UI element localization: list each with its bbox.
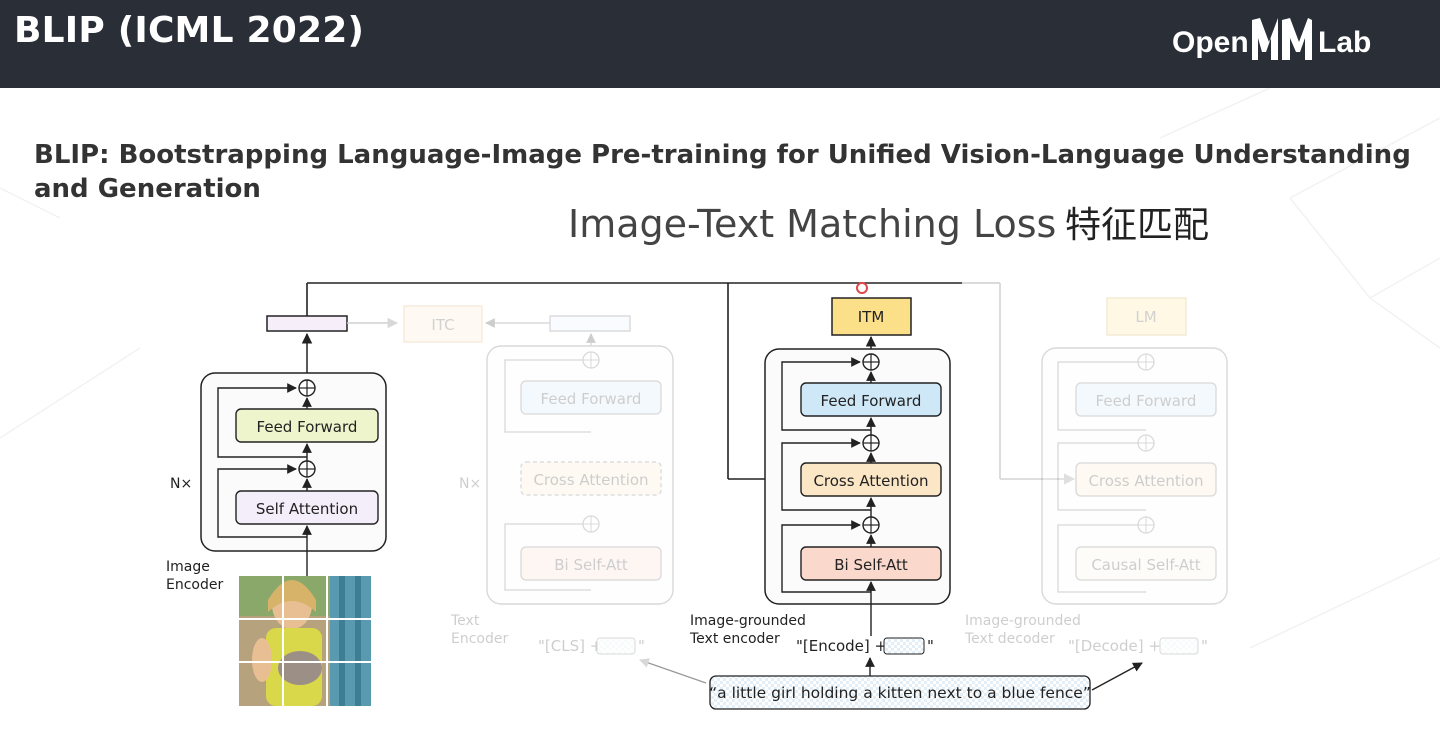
feed-forward-layer: [800, 382, 942, 417]
background-pattern: [0, 88, 1440, 649]
decode-input-label: "[Decode] +: [1068, 637, 1161, 655]
feed-forward-layer: [235, 408, 379, 443]
image-encoder-label: Image: [166, 559, 210, 575]
itm-label: ITM: [858, 308, 885, 326]
caption-box: [709, 675, 1091, 710]
cross-attention-label: Cross Attention: [813, 472, 928, 490]
grounded-decoder-label: Text decoder: [964, 631, 1055, 647]
cursor-dot-icon: [856, 282, 868, 294]
input-image: [239, 576, 371, 706]
logo-mark-icon: [1252, 18, 1312, 60]
logo-text-right: Lab: [1318, 26, 1371, 59]
lm-loss-box: [1106, 297, 1187, 336]
feed-forward-label: Feed Forward: [821, 392, 922, 410]
cross-attention-layer: [1075, 462, 1217, 497]
grounded-decoder-label: Image-grounded: [965, 613, 1081, 629]
text-feature-token: [549, 315, 631, 332]
grounded-decoder-block: [1041, 347, 1228, 605]
text-encoder-label: Text: [450, 613, 480, 629]
image-feature-connector: [306, 282, 1076, 485]
feed-forward-label: Feed Forward: [541, 390, 642, 408]
openmmlab-logo: Open Lab: [1172, 18, 1371, 60]
bi-self-att-label: Bi Self-Att: [554, 556, 628, 574]
grounded-encoder-label: Image-grounded: [690, 613, 806, 629]
cross-attention-layer: [800, 462, 942, 497]
feed-forward-layer: [1075, 382, 1217, 417]
cross-attention-layer: [520, 461, 662, 496]
feed-forward-label: Feed Forward: [1096, 392, 1197, 410]
itc-loss-box: [403, 305, 483, 343]
text-encoder: ITC Feed Forward Cross Attention Bi Self…: [403, 305, 674, 655]
image-encoder: Feed Forward Self Attention N× Image Enc…: [166, 315, 399, 706]
text-token-box: [1159, 637, 1199, 655]
text-encoder-block: [486, 345, 674, 605]
bi-self-att-layer: [520, 546, 662, 581]
loss-heading: Image-Text Matching Loss: [568, 202, 1056, 246]
encode-input-label: "[Encode] +: [796, 637, 887, 655]
loss-heading-chinese: 特征匹配: [1065, 205, 1209, 246]
encode-input-close: ": [927, 637, 934, 655]
text-encoder-label: Encoder: [451, 631, 508, 647]
title-bar: BLIP (ICML 2022) Open Lab: [0, 0, 1440, 88]
cls-input-label: "[CLS] +: [538, 637, 602, 655]
text-token-box: [883, 637, 925, 655]
causal-self-att-layer: [1075, 546, 1217, 581]
self-attention-layer: [235, 490, 379, 525]
cross-attention-label: Cross Attention: [1088, 472, 1203, 490]
image-feature-token: [266, 315, 348, 332]
caption-text: “a little girl holding a kitten next to …: [709, 684, 1091, 702]
lm-label: LM: [1135, 308, 1156, 326]
cross-attention-label: Cross Attention: [533, 471, 648, 489]
image-grounded-text-decoder: LM Feed Forward Cross Attention Causal S…: [964, 297, 1228, 655]
bi-self-att-label: Bi Self-Att: [834, 556, 908, 574]
feed-forward-label: Feed Forward: [257, 418, 358, 436]
text-token-box: [596, 637, 636, 655]
repeat-label: N×: [170, 476, 192, 492]
bi-self-att-layer: [800, 546, 942, 581]
decode-input-close: ": [1201, 637, 1208, 655]
itm-loss-box: [831, 297, 912, 336]
image-grounded-text-encoder: ITM Feed Forward Cross Attention Bi Self…: [689, 297, 951, 655]
logo-text-left: Open: [1172, 26, 1249, 59]
feed-forward-layer: [520, 380, 662, 415]
causal-self-att-label: Causal Self-Att: [1091, 556, 1200, 574]
image-encoder-label: Encoder: [166, 577, 223, 593]
self-attention-label: Self Attention: [256, 500, 358, 518]
grounded-encoder-label: Text encoder: [689, 631, 780, 647]
itc-label: ITC: [431, 316, 454, 334]
cls-input-close: ": [638, 637, 645, 655]
slide-title: BLIP (ICML 2022): [14, 10, 365, 51]
paper-title: BLIP: Bootstrapping Language-Image Pre-t…: [34, 140, 1411, 204]
repeat-label: N×: [459, 476, 481, 492]
